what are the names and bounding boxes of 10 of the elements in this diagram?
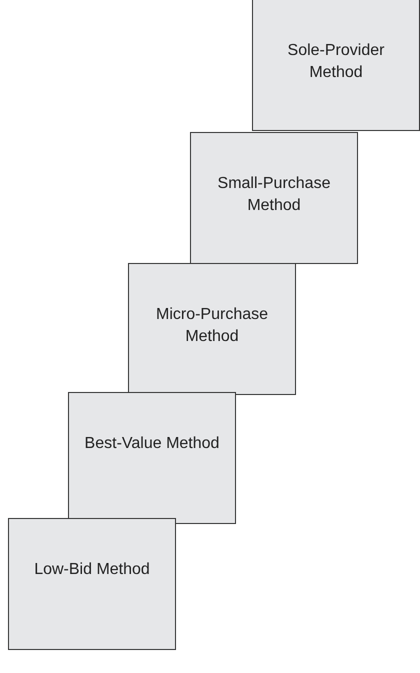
method-label: Low-Bid Method	[34, 560, 150, 580]
method-label: Sole-Provider Method	[286, 41, 386, 83]
method-box	[8, 518, 176, 650]
method-label: Best-Value Method	[84, 434, 220, 454]
method-box	[128, 263, 296, 395]
method-label: Small-Purchase Method	[216, 174, 332, 216]
method-box	[190, 132, 358, 264]
method-box	[68, 392, 236, 524]
method-label: Micro-Purchase Method	[154, 305, 270, 347]
method-box	[252, 0, 420, 131]
